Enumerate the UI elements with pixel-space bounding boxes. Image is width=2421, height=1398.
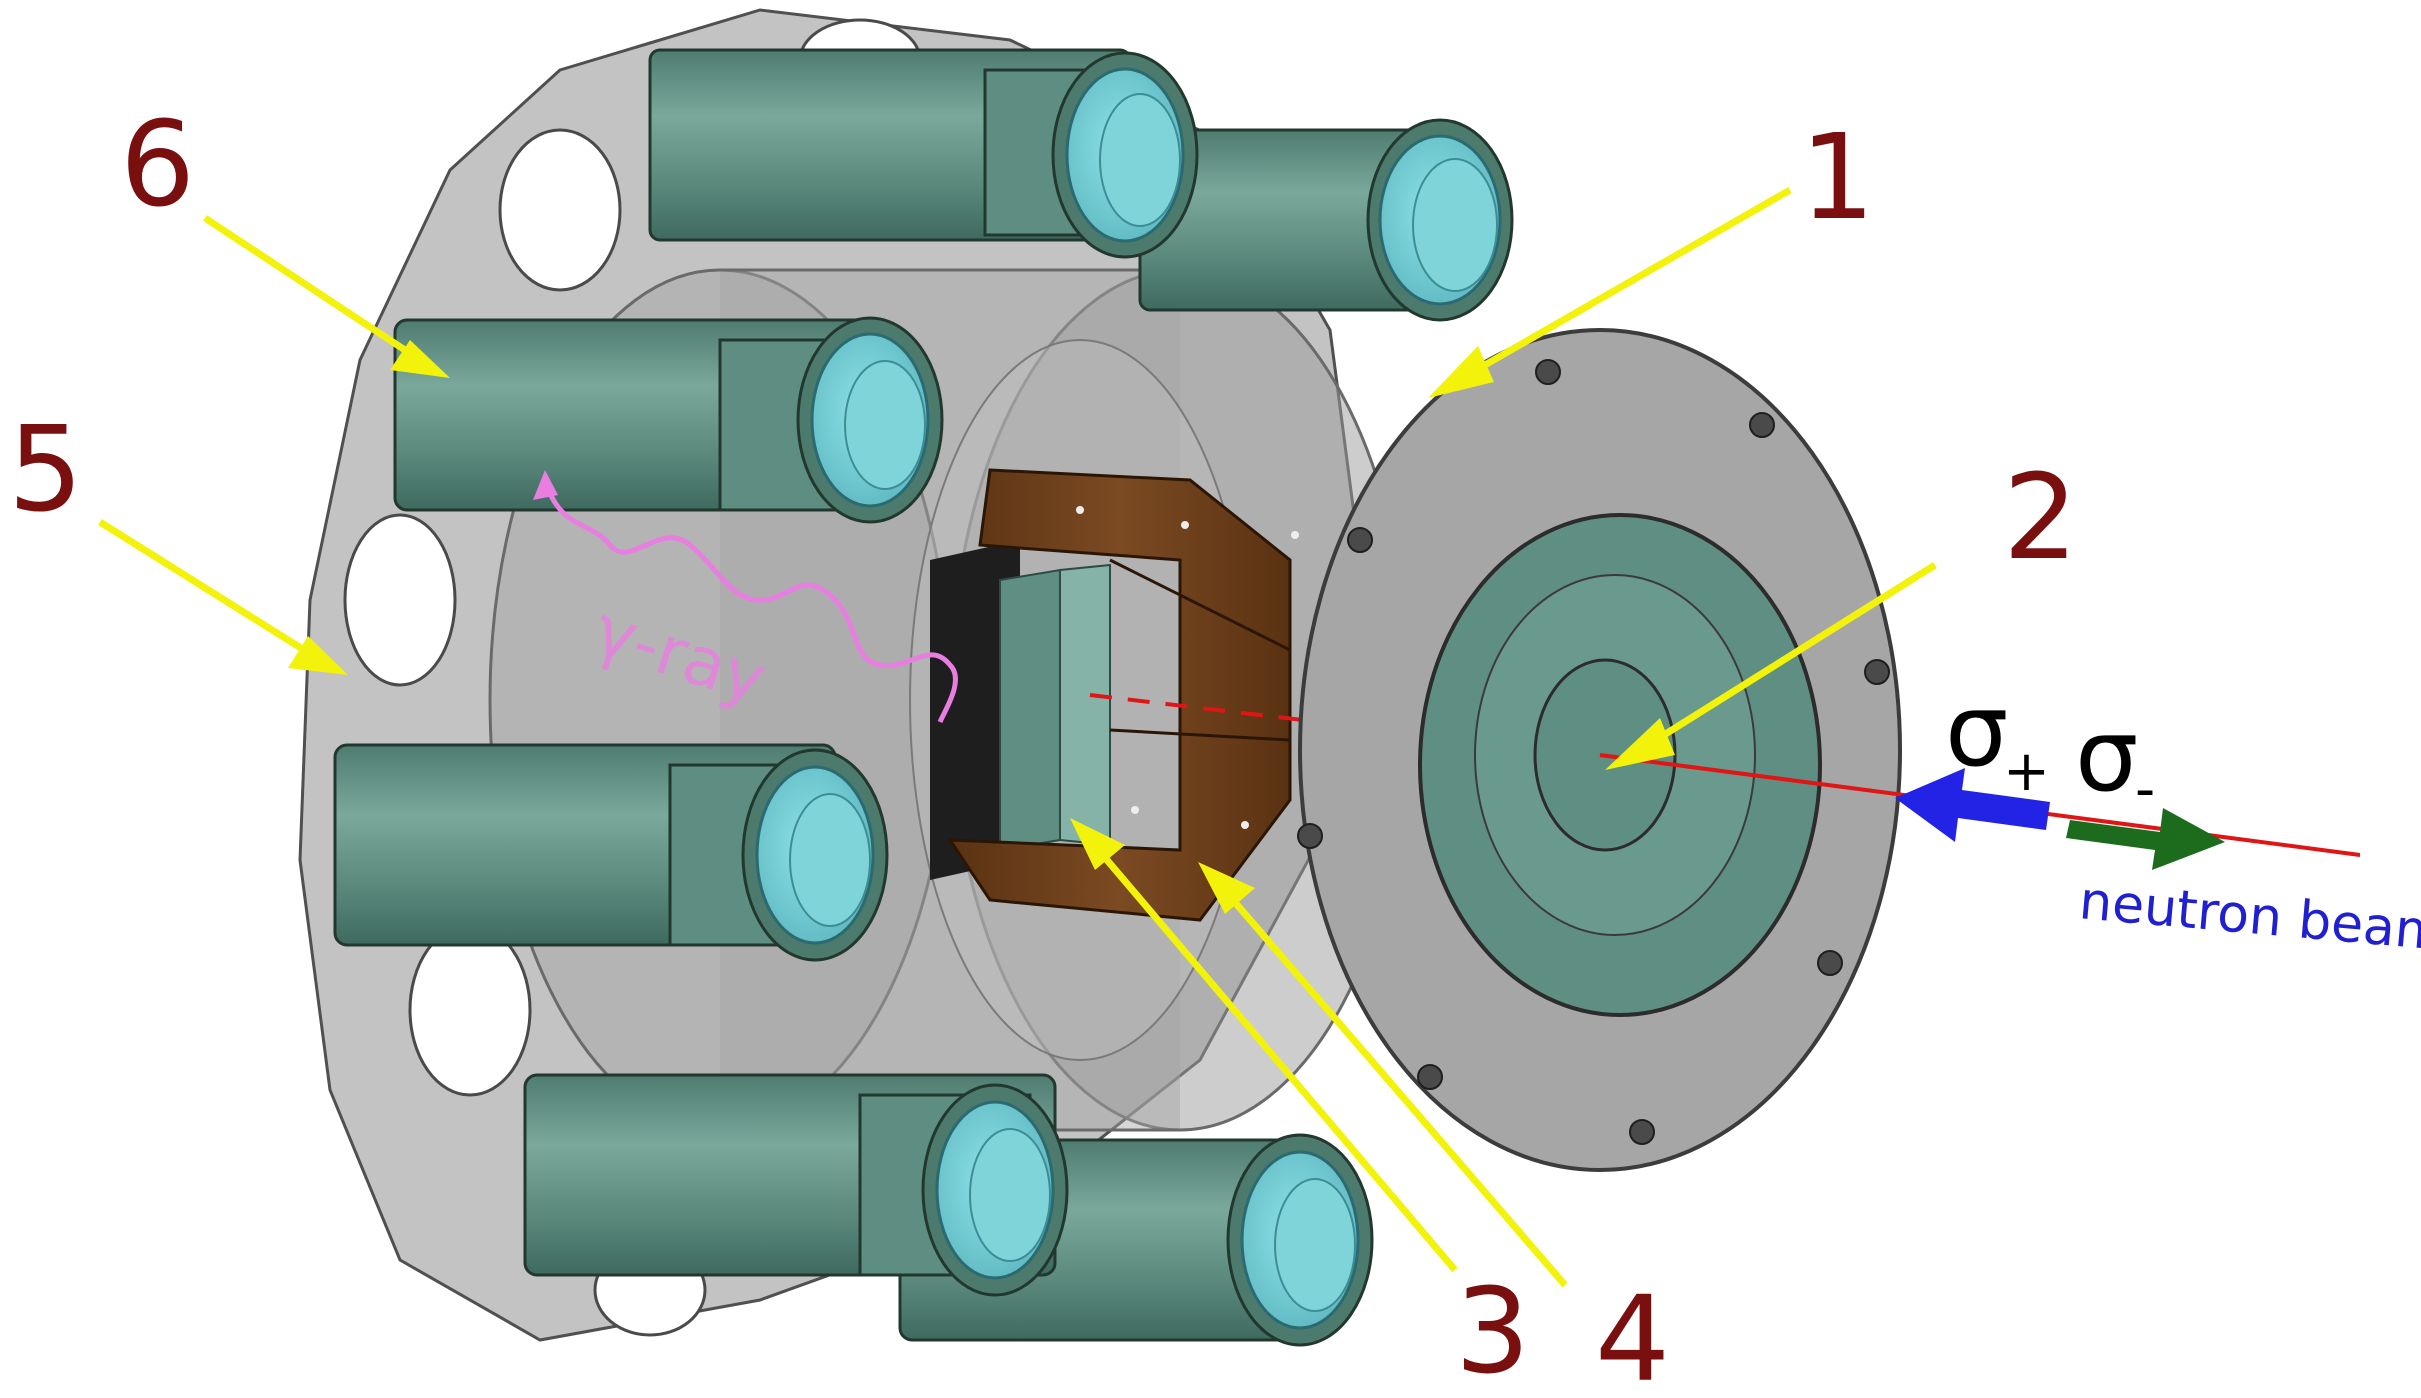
sigma-minus-symbol: σ: [2075, 697, 2138, 814]
pointer-arrows: [98, 186, 1937, 1288]
label-5: 5: [8, 400, 83, 538]
pmt-array: [333, 48, 1514, 1347]
label-6: 6: [120, 95, 195, 233]
flange-bolts: [1297, 359, 1890, 1145]
neutron-beam-label: neutron beam: [2077, 871, 2421, 963]
gamma-ray-path: [533, 470, 958, 724]
sigma-labels: σ + σ -: [1945, 672, 2155, 822]
arrow-1: [1428, 186, 1792, 398]
target-holder: [930, 540, 1111, 880]
arrow-3: [1070, 818, 1458, 1273]
pmt-bottom-front: [523, 1073, 1069, 1297]
label-4: 4: [1595, 1270, 1670, 1394]
pmt-lower-left: [333, 743, 889, 962]
arrow-2: [1605, 562, 1937, 770]
sigma-plus-symbol: σ: [1945, 672, 2008, 789]
label-1: 1: [1800, 108, 1875, 246]
label-2: 2: [2003, 448, 2078, 586]
arrow-6: [203, 215, 450, 378]
pmt-top-back: [1138, 118, 1514, 322]
end-flange: [1297, 328, 1902, 1172]
arrow-5: [98, 519, 348, 675]
pmt-top-front: [648, 48, 1199, 259]
callout-labels: 1 2 3 4 5 6: [8, 95, 2078, 1398]
label-3: 3: [1455, 1262, 1530, 1394]
sigma-plus-arrow: [1895, 768, 2050, 842]
sample-frame: [947, 468, 1299, 922]
sigma-plus-subscript: +: [2003, 739, 2050, 804]
arrow-4: [1198, 862, 1568, 1288]
sigma-minus-arrow: [2066, 808, 2225, 870]
sigma-minus-subscript: -: [2135, 757, 2155, 822]
pmt-upper-left: [393, 316, 944, 524]
